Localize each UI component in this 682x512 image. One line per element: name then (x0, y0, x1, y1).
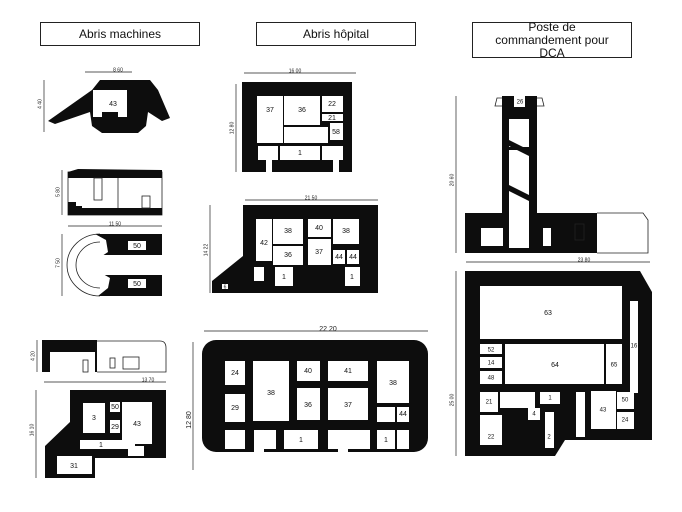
hopital-plan-1: 37 36 22 21 58 1 16 00 12 80 (229, 68, 356, 172)
room-label: 50 (111, 404, 119, 411)
dimension-label: 14 22 (203, 244, 209, 257)
dimension-label: 4 40 (37, 99, 43, 109)
dimension-label: 23 80 (578, 257, 591, 263)
room-label: 50 (622, 398, 629, 404)
room-label: 37 (344, 402, 352, 409)
room-label: 2 (547, 435, 551, 441)
room-label: 43 (109, 101, 117, 108)
room-label: 58 (332, 129, 340, 136)
dimension-label: 12 80 (229, 122, 235, 135)
dimension-label: 22 20 (319, 326, 337, 333)
title-abris-hopital: Abris hôpital (256, 22, 416, 46)
room-label: 44 (349, 254, 357, 261)
dca-plan: 63 16 52 14 48 64 65 21 1 4 43 50 24 22 … (449, 271, 652, 456)
room-label: 38 (267, 390, 275, 397)
room-label: 42 (260, 240, 268, 247)
room-label: 38 (284, 228, 292, 235)
dimension-label: 13 70 (142, 377, 155, 383)
room-label: 31 (70, 463, 78, 470)
machines-elevation: 4 20 13 70 (30, 340, 167, 383)
room-label: 64 (551, 362, 559, 369)
room-label: 50 (133, 243, 141, 250)
room-label: 24 (231, 370, 239, 377)
room-label: 52 (488, 348, 495, 354)
dimension-label: 25 00 (449, 394, 455, 407)
room-label: 43 (600, 408, 607, 414)
room-label: 6 (224, 284, 227, 290)
room-label: 36 (298, 107, 306, 114)
hopital-plan-3: 24 29 38 40 36 41 37 38 44 1 1 22 20 12 … (186, 326, 428, 470)
room-label: 24 (622, 418, 629, 424)
room-label: 48 (488, 376, 495, 382)
room-label: 1 (299, 437, 303, 444)
room-label: 29 (231, 405, 239, 412)
room-label: 1 (350, 274, 354, 281)
room-label: 26 (517, 100, 524, 106)
room-label: 22 (328, 101, 336, 108)
room-label: 41 (344, 368, 352, 375)
room-label: 14 (488, 361, 495, 367)
room-label: 50 (133, 281, 141, 288)
room-label: 29 (111, 424, 119, 431)
title-text: Abris machines (78, 26, 162, 41)
dimension-label: 4 20 (30, 351, 36, 361)
room-label: 40 (315, 225, 323, 232)
room-label: 21 (328, 115, 336, 122)
room-label: 22 (488, 435, 495, 441)
room-label: 3 (92, 415, 96, 422)
title-abris-machines: Abris machines (40, 22, 200, 46)
room-label: 63 (544, 310, 552, 317)
hopital-plan-2: 42 38 36 40 37 38 44 44 1 1 6 21 50 14 2… (203, 195, 378, 293)
dimension-label: 11 50 (109, 221, 121, 227)
room-label: 40 (304, 368, 312, 375)
title-text: Abris hôpital (302, 26, 370, 41)
room-label: 38 (389, 380, 397, 387)
machines-plan-2: 50 50 7 50 (55, 233, 162, 297)
dimension-label: 12 80 (186, 411, 193, 429)
dimension-label: 20 60 (449, 174, 455, 187)
dimension-label: 21 50 (305, 195, 318, 201)
room-label: 44 (335, 254, 343, 261)
room-label: 1 (548, 396, 552, 402)
machines-section: 5 80 11 50 (55, 169, 163, 227)
room-label: 38 (342, 228, 350, 235)
room-label: 37 (266, 107, 274, 114)
room-label: 37 (315, 249, 323, 256)
room-label: 65 (611, 363, 618, 369)
room-label: 21 (486, 400, 493, 406)
dimension-label: 7 50 (55, 258, 61, 268)
dimension-label: 16 10 (29, 424, 35, 437)
room-label: 16 (631, 344, 638, 350)
title-text: Poste de commandement pour DCA (495, 19, 609, 60)
machines-plan-3: 3 50 29 43 1 31 16 10 (29, 390, 166, 478)
dimension-label: 16 00 (289, 68, 302, 74)
dimension-label: 5 80 (55, 187, 61, 197)
title-poste-dca: Poste de commandement pour DCA (472, 19, 632, 60)
room-label: 36 (284, 252, 292, 259)
dimension-label: 8 60 (113, 67, 123, 73)
room-label: 44 (399, 411, 407, 418)
room-label: 43 (133, 421, 141, 428)
room-label: 1 (99, 442, 103, 449)
room-label: 1 (282, 274, 286, 281)
room-label: 36 (304, 402, 312, 409)
dca-tower-section: 26 20 60 23 80 (449, 96, 650, 263)
machines-plan-1: 43 8 60 4 40 (37, 67, 170, 133)
room-label: 1 (384, 437, 388, 444)
room-label: 1 (298, 150, 302, 157)
room-label: 4 (532, 412, 536, 418)
